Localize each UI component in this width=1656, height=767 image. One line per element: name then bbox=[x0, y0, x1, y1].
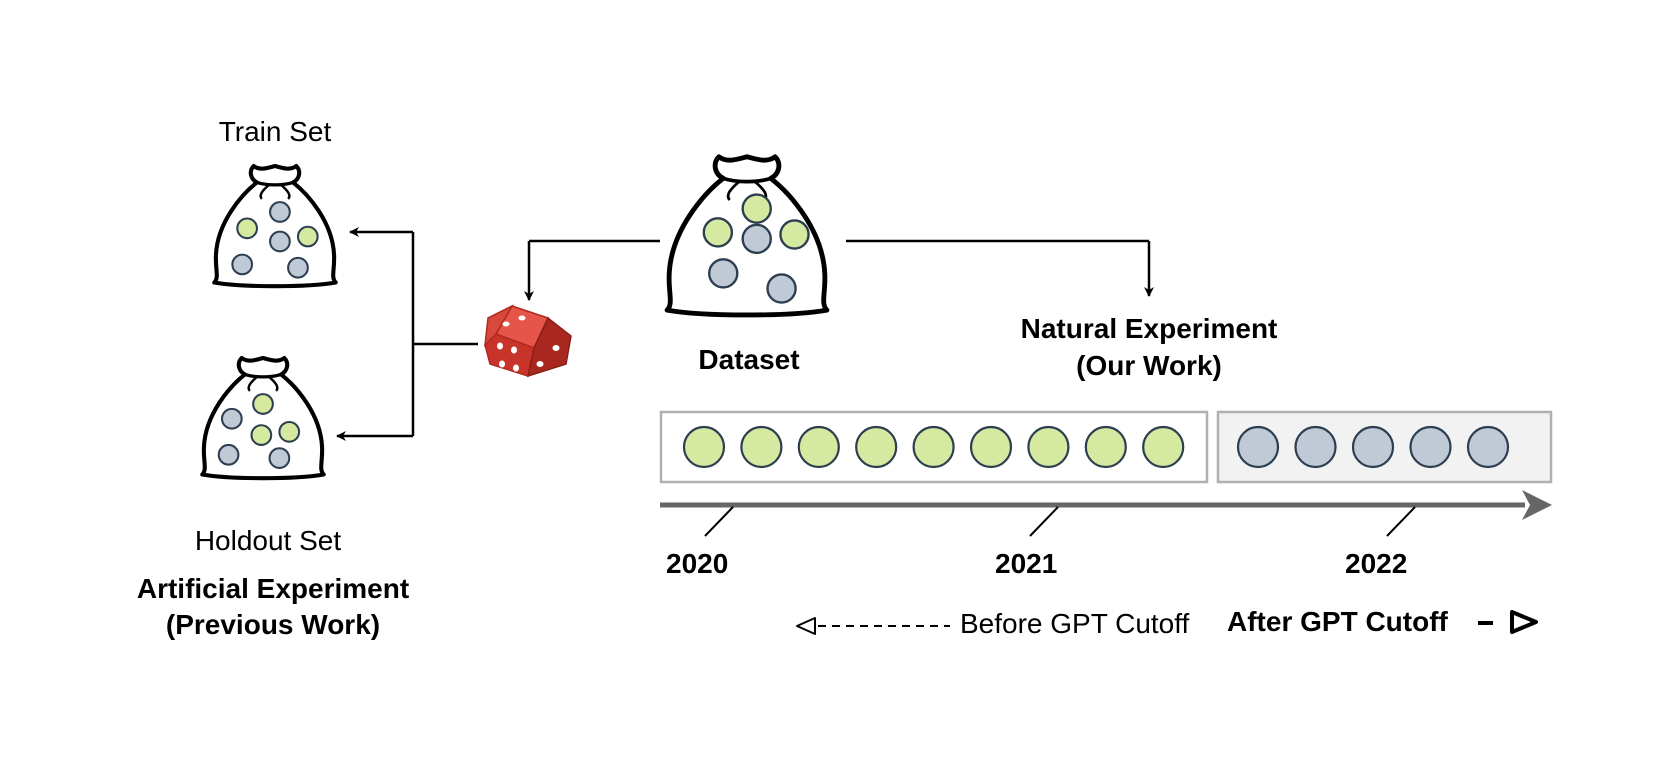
ball-icon bbox=[236, 217, 258, 240]
after-cutoff-item bbox=[1466, 425, 1510, 469]
tick-2021 bbox=[1029, 506, 1059, 537]
year-label-2022: 2022 bbox=[1345, 548, 1408, 579]
tick-2022 bbox=[1386, 506, 1416, 537]
before-cutoff-item bbox=[1084, 425, 1127, 469]
ball-icon bbox=[217, 443, 240, 466]
year-label-2021: 2021 bbox=[995, 548, 1058, 579]
before-cutoff-item bbox=[912, 425, 955, 469]
ball-icon bbox=[278, 420, 301, 443]
dataset-label: Dataset bbox=[698, 344, 800, 375]
tick-2020 bbox=[704, 506, 734, 537]
after-cutoff-label: After GPT Cutoff bbox=[1227, 606, 1448, 637]
before-cutoff-item bbox=[682, 425, 726, 469]
train-set-label: Train Set bbox=[218, 116, 332, 147]
before-cutoff-item bbox=[740, 425, 783, 469]
before-cutoff-arrow bbox=[796, 617, 950, 635]
ball-icon bbox=[269, 201, 291, 223]
ball-icon bbox=[296, 225, 319, 248]
artificial-experiment-title: Artificial Experiment bbox=[136, 573, 410, 604]
after-cutoff-item bbox=[1236, 425, 1280, 469]
train-set-bag-icon bbox=[212, 163, 338, 289]
ball-icon bbox=[708, 258, 739, 289]
die-icon bbox=[484, 304, 572, 378]
ball-icon bbox=[250, 424, 273, 446]
ball-icon bbox=[779, 219, 810, 250]
ball-icon bbox=[231, 253, 254, 276]
split-arrows bbox=[336, 227, 478, 441]
after-cutoff-arrow bbox=[1478, 610, 1538, 634]
after-cutoff-item bbox=[1409, 425, 1452, 469]
ball-icon bbox=[268, 447, 291, 469]
after-cutoff-item bbox=[1294, 425, 1337, 469]
dataset-to-natural-arrow bbox=[846, 239, 1154, 297]
dataset-bag-icon bbox=[664, 154, 830, 318]
ball-icon bbox=[766, 273, 797, 304]
ball-icon bbox=[702, 217, 734, 248]
dataset-to-die-arrow bbox=[524, 239, 660, 301]
ball-icon bbox=[220, 407, 243, 430]
before-cutoff-item bbox=[1027, 425, 1070, 469]
natural-experiment-subtitle: (Our Work) bbox=[1076, 350, 1222, 381]
holdout-set-bag-icon bbox=[200, 355, 326, 481]
timeline-balls bbox=[682, 425, 1510, 469]
before-cutoff-item bbox=[855, 425, 898, 469]
natural-experiment-title: Natural Experiment bbox=[1020, 313, 1278, 344]
timeline-axis bbox=[660, 490, 1552, 537]
ball-icon bbox=[252, 393, 274, 415]
before-cutoff-item bbox=[969, 425, 1013, 469]
ball-icon bbox=[287, 256, 309, 279]
artificial-experiment-subtitle: (Previous Work) bbox=[165, 609, 381, 640]
before-cutoff-label: Before GPT Cutoff bbox=[960, 608, 1190, 639]
holdout-set-label: Holdout Set bbox=[194, 525, 342, 556]
ball-icon bbox=[269, 230, 291, 253]
before-cutoff-item bbox=[1142, 425, 1185, 469]
after-cutoff-item bbox=[1351, 425, 1395, 469]
before-cutoff-item bbox=[797, 425, 840, 469]
ball-icon bbox=[741, 223, 772, 255]
year-label-2020: 2020 bbox=[666, 548, 729, 579]
ball-icon bbox=[741, 193, 772, 224]
